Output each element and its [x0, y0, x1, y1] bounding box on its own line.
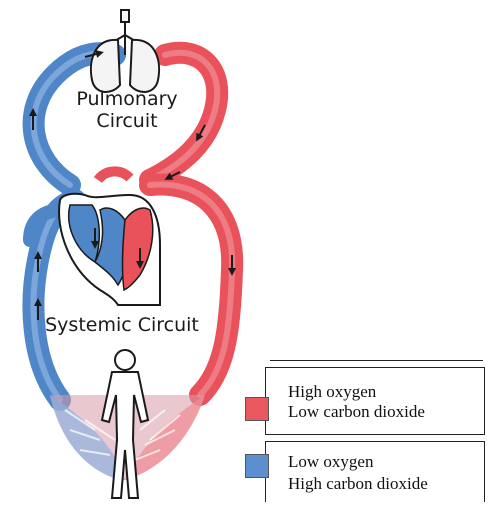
lungs-icon: [91, 10, 159, 92]
legend-swatch-oxygenated: [245, 397, 269, 421]
legend-item-2-line1: Low oxygen: [288, 452, 373, 472]
legend-top-rule: [270, 360, 483, 361]
pulmonary-label-line2: Circuit: [72, 110, 182, 132]
pulmonary-label-line1: Pulmonary: [72, 88, 182, 110]
pulmonary-circuit-label: Pulmonary Circuit: [72, 88, 182, 132]
systemic-circuit-label: Systemic Circuit: [22, 314, 222, 336]
legend-swatch-deoxygenated: [245, 454, 269, 478]
legend-item-1-line1: High oxygen: [288, 382, 376, 402]
legend-item-1-line2: Low carbon dioxide: [288, 402, 425, 422]
legend-item-2-line2: High carbon dioxide: [288, 474, 428, 494]
